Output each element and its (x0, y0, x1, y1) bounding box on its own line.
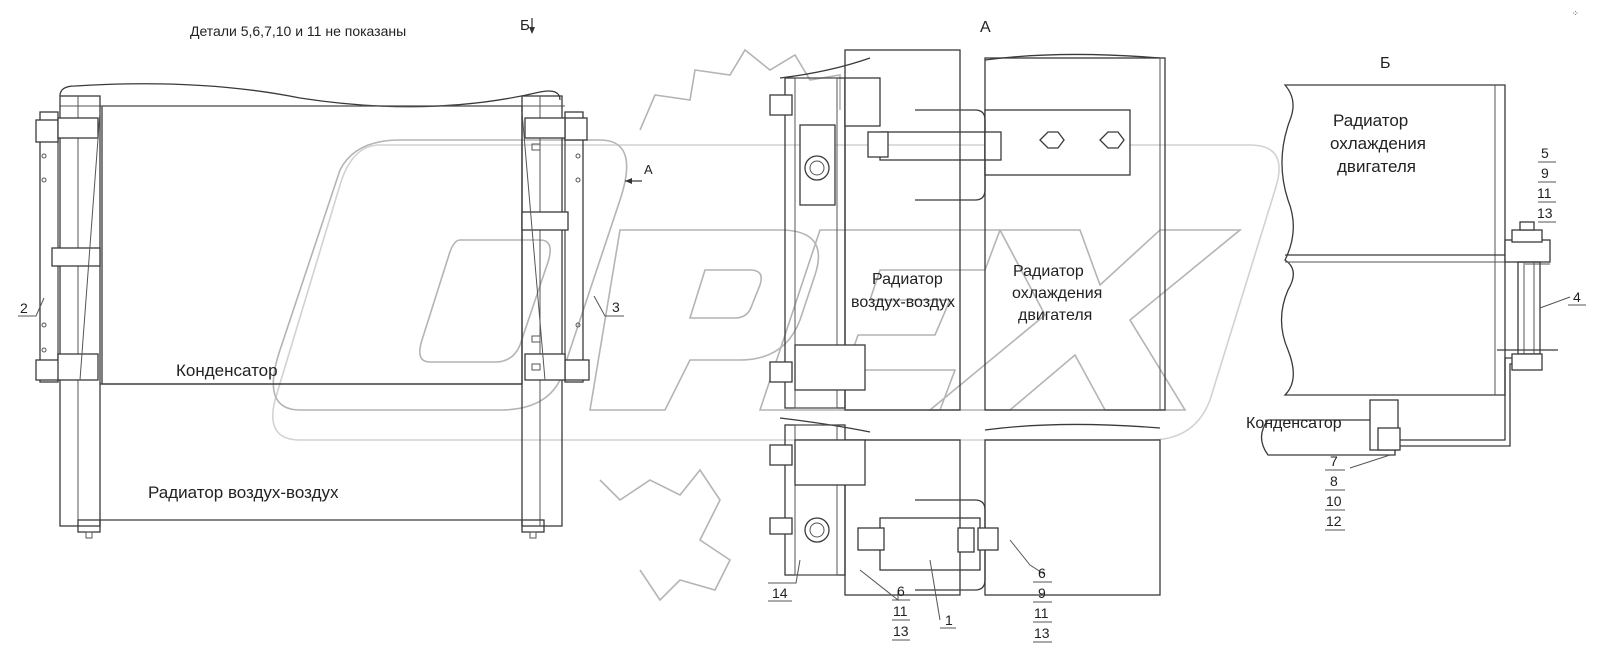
callout-14: 14 (772, 585, 788, 601)
svg-text:9: 9 (1038, 585, 1046, 601)
label-engine-radiator-right-1: Радиатор (1333, 111, 1408, 130)
engine-radiator-section-upper (984, 57, 1166, 411)
label-condenser-right: Конденсатор (1246, 415, 1342, 432)
view-b (1260, 84, 1571, 469)
label-condenser-left: Конденсатор (176, 361, 278, 380)
note-text: Детали 5,6,7,10 и 11 не показаны (190, 23, 406, 39)
svg-text:11: 11 (1537, 185, 1552, 201)
callout-1: 1 (945, 612, 953, 628)
left-view (20, 18, 642, 539)
condenser-core (101, 105, 523, 385)
label-air-radiator-mid-2: воздух-воздух (851, 294, 955, 311)
corner-mark: ⁘ (1572, 9, 1579, 18)
svg-text:6: 6 (897, 583, 905, 599)
svg-text:11: 11 (893, 603, 908, 619)
callout-3: 3 (612, 299, 620, 315)
view-a (768, 49, 1166, 621)
engine-radiator-block (1280, 84, 1506, 396)
view-a-marker: А (644, 162, 653, 177)
svg-text:9: 9 (1541, 165, 1549, 181)
svg-text:5: 5 (1541, 145, 1549, 161)
svg-text:8: 8 (1330, 473, 1338, 489)
svg-text:7: 7 (1330, 453, 1338, 469)
svg-text:10: 10 (1326, 493, 1342, 509)
callout-stack-b2: 7 8 10 12 (1325, 453, 1345, 531)
view-b-marker: Б (520, 17, 530, 34)
callout-2: 2 (20, 300, 28, 316)
callout-stack-b1: 5 9 11 13 (1537, 145, 1556, 223)
left-side-rail (59, 95, 101, 527)
svg-text:11: 11 (1034, 605, 1049, 621)
callout-stack-a2: 6 9 11 13 (1033, 565, 1052, 643)
callout-4: 4 (1573, 289, 1581, 305)
label-engine-radiator-mid-2: охлаждения (1012, 285, 1102, 302)
svg-text:13: 13 (1537, 205, 1553, 221)
label-air-radiator-mid-1: Радиатор (872, 271, 943, 288)
condenser-pipe (1260, 419, 1396, 456)
svg-text:13: 13 (1034, 625, 1050, 641)
callout-stack-a1: 6 11 13 (892, 583, 910, 641)
right-side-rail (521, 95, 563, 527)
right-bracket (564, 111, 584, 383)
mount-spacer (1517, 261, 1541, 355)
label-air-radiator-left: Радиатор воздух-воздух (148, 483, 339, 502)
view-b-title: Б (1380, 55, 1391, 72)
svg-text:12: 12 (1326, 513, 1342, 529)
label-engine-radiator-right-2: охлаждения (1330, 134, 1426, 153)
svg-text:13: 13 (893, 623, 909, 639)
label-engine-radiator-mid-3: двигателя (1018, 307, 1092, 324)
label-engine-radiator-right-3: двигателя (1337, 157, 1416, 176)
view-a-title: А (980, 19, 991, 36)
svg-text:6: 6 (1038, 565, 1046, 581)
label-engine-radiator-mid-1: Радиатор (1013, 263, 1084, 280)
top-wave-edge (59, 83, 561, 108)
engine-radiator-section-lower (984, 439, 1161, 596)
left-bracket (39, 111, 59, 383)
